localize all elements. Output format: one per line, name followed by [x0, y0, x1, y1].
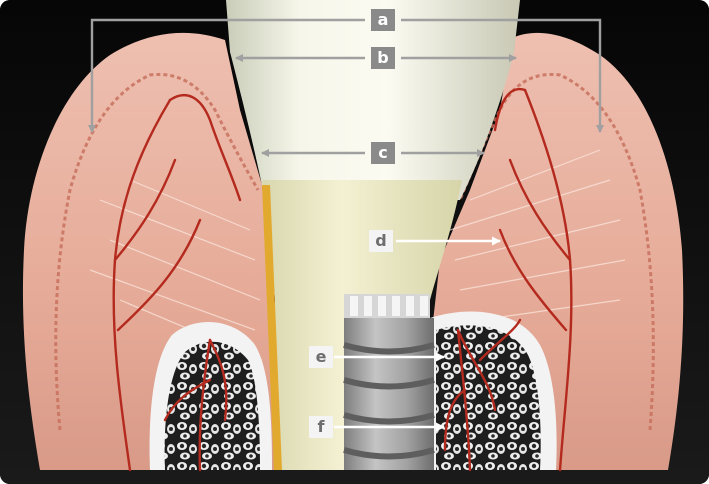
implant-fixture: [344, 294, 434, 470]
label-c: c: [371, 142, 395, 164]
label-f: f: [309, 416, 333, 438]
label-b: b: [371, 47, 395, 69]
label-d: d: [369, 230, 393, 252]
label-e: e: [309, 346, 333, 368]
label-a: a: [371, 9, 395, 31]
